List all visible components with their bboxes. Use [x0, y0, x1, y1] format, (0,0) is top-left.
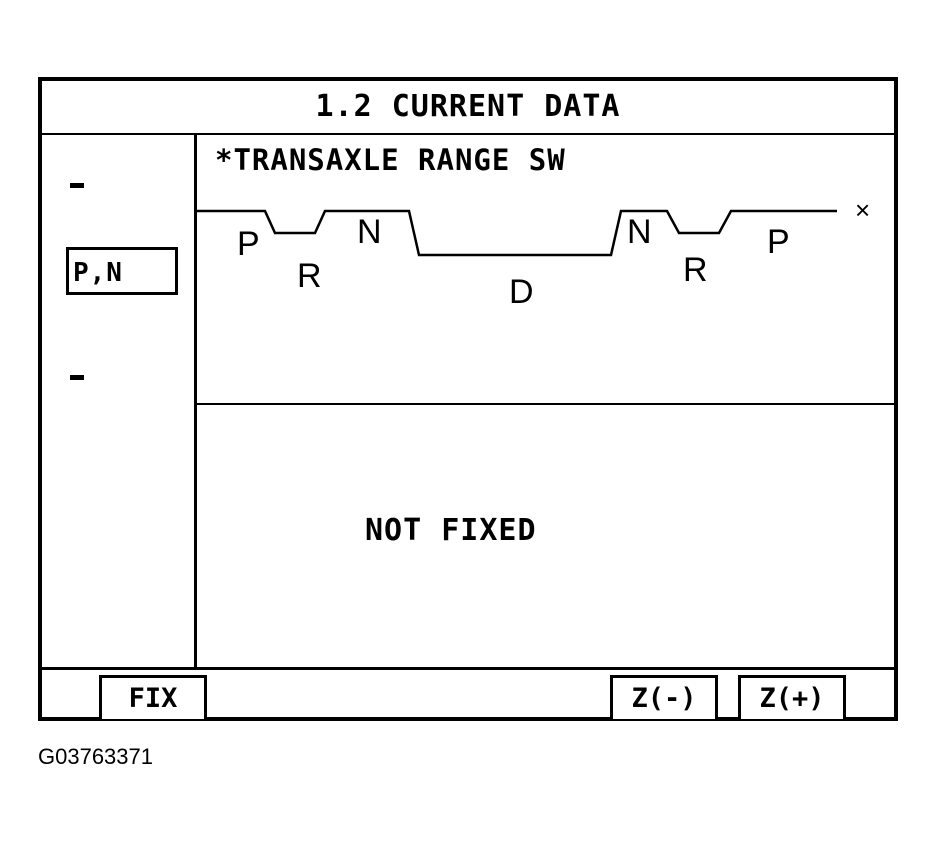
title-bar: 1.2 CURRENT DATA: [42, 81, 894, 135]
value-column: P,N: [42, 135, 197, 667]
zoom-out-button[interactable]: Z(-): [610, 675, 718, 719]
transaxle-range-waveform: P R N D N R P ×: [197, 195, 870, 311]
waveform-label-n-start: N: [357, 213, 382, 251]
zoom-in-button[interactable]: Z(+): [738, 675, 846, 719]
waveform-label-d: D: [509, 273, 534, 311]
waveform-trace: [197, 209, 837, 257]
waveform-label-n-end: N: [627, 213, 652, 251]
current-value-box: P,N: [66, 247, 178, 295]
current-value: P,N: [73, 258, 123, 288]
waveform-label-r-start: R: [297, 257, 322, 295]
waveform-label-r-end: R: [683, 251, 708, 289]
fix-button[interactable]: FIX: [99, 675, 207, 719]
signal-name: *TRANSAXLE RANGE SW: [215, 143, 566, 177]
waveform-label-p-start: P: [237, 225, 260, 263]
scan-tool-screen: 1.2 CURRENT DATA P,N *TRANSAXLE RANGE SW…: [38, 77, 898, 721]
lower-scale-marker: [70, 375, 84, 380]
waveform-label-p-end: P: [767, 223, 790, 261]
fix-status: NOT FIXED: [365, 513, 537, 548]
graph-panel: *TRANSAXLE RANGE SW P R N D N R P ×: [197, 135, 894, 405]
upper-scale-marker: [70, 183, 84, 188]
softkey-bar: FIX Z(-) Z(+): [42, 667, 894, 719]
trace-end-marker: ×: [855, 195, 870, 225]
screen-title: 1.2 CURRENT DATA: [315, 89, 621, 124]
status-panel: NOT FIXED: [197, 405, 894, 667]
figure-id: G03763371: [38, 744, 153, 769]
